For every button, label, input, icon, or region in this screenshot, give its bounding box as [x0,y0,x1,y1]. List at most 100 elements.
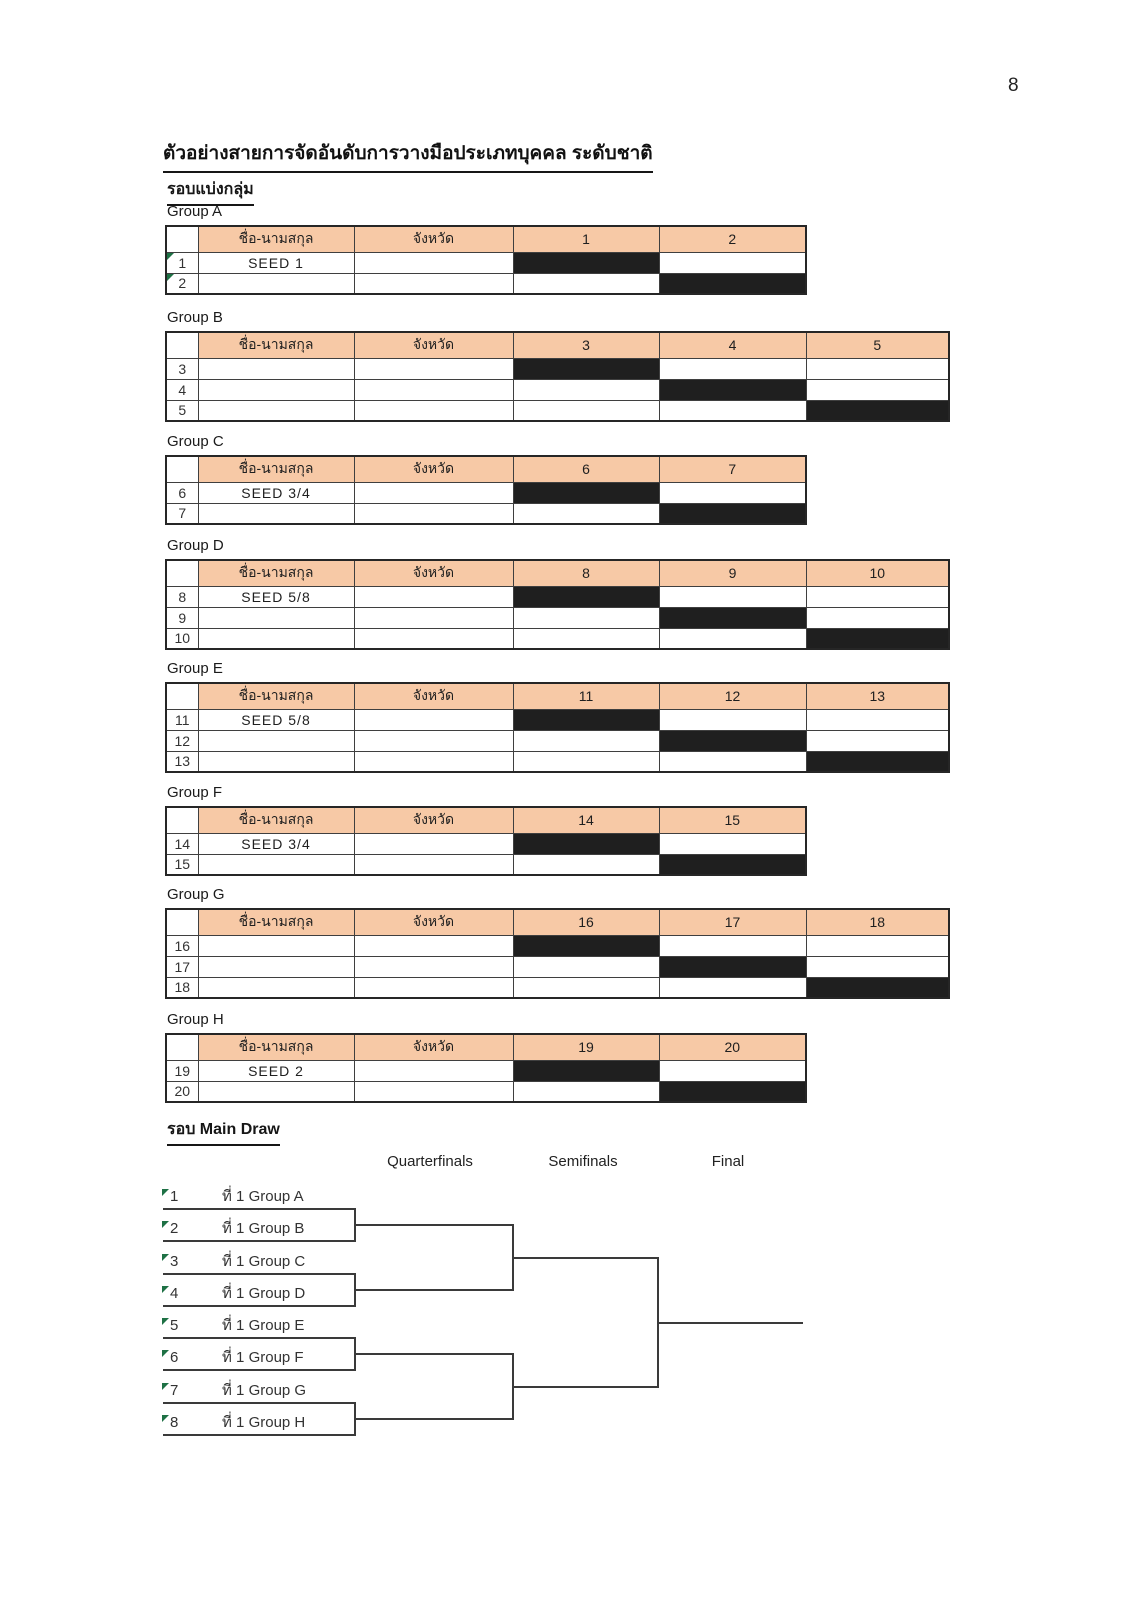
table-header-cell: 15 [658,806,807,834]
entry-corner-marker-icon [162,1189,169,1196]
match-cell [658,399,807,422]
table-header-cell: จังหวัด [353,455,514,483]
province-cell [353,627,514,650]
table-header-cell: 19 [512,1033,660,1061]
bracket-entry-underline [163,1208,355,1210]
match-cell [658,1059,807,1082]
province-cell [353,251,514,274]
final-line [657,1322,803,1324]
match-cell [805,955,950,978]
province-cell [353,357,514,380]
quarterfinal-winner-line [354,1353,512,1355]
entry-corner-marker-icon [162,1415,169,1422]
table-header-cell: จังหวัด [353,682,514,710]
match-cell-blocked [805,976,950,999]
table-header-cell: 6 [512,455,660,483]
corner-header-cell [165,559,199,587]
table-header-cell: 4 [658,331,807,359]
row-number-cell: 10 [165,627,199,650]
table-row: 17 [165,955,950,978]
group-label: Group E [167,660,223,677]
table-header-cell: 13 [805,682,950,710]
match-cell [658,251,807,274]
province-cell [353,750,514,773]
bracket-entry-label: ที่ 1 Group H [222,1414,306,1431]
table-header-cell: ชื่อ-นามสกุล [197,331,355,359]
table-header-cell: 14 [512,806,660,834]
entry-corner-marker-icon [162,1286,169,1293]
bracket-entry-label: ที่ 1 Group F [222,1349,304,1366]
group-label: Group H [167,1011,224,1028]
table-row: 16 [165,934,950,957]
province-cell [353,729,514,752]
table-header-cell: 9 [658,559,807,587]
player-name-cell: SEED 3/4 [197,481,355,504]
match-cell-blocked [512,357,660,380]
match-cell-blocked [658,853,807,876]
row-number-cell: 7 [165,502,199,525]
bracket-entry-underline [163,1273,355,1275]
table-row: 13 [165,750,950,773]
match-cell [658,832,807,855]
table-row: 3 [165,357,950,380]
player-name-cell [197,934,355,957]
row-number-cell: 11 [165,708,199,731]
corner-header-cell [165,225,199,253]
player-name-cell: SEED 1 [197,251,355,274]
row-number-cell: 15 [165,853,199,876]
row-number-cell: 20 [165,1080,199,1103]
bracket-entry-label: ที่ 1 Group G [222,1382,307,1399]
match-cell-blocked [512,481,660,504]
table-row: 9 [165,606,950,629]
corner-header-cell [165,806,199,834]
player-name-cell [197,627,355,650]
match-cell [512,606,660,629]
match-cell [512,627,660,650]
entry-corner-marker-icon [162,1318,169,1325]
table-header-cell: ชื่อ-นามสกุล [197,455,355,483]
player-name-cell: SEED 3/4 [197,832,355,855]
row-number-cell: 16 [165,934,199,957]
bracket-entry-number: 5 [170,1317,179,1334]
bracket-entry-underline [163,1434,355,1436]
corner-header-cell [165,331,199,359]
player-name-cell [197,729,355,752]
corner-header-cell [165,908,199,936]
table-row: 10 [165,627,950,650]
bracket-entry-label: ที่ 1 Group E [222,1317,305,1334]
table-header-cell: 3 [512,331,660,359]
bracket-entry-underline [163,1369,355,1371]
row-number-cell: 9 [165,606,199,629]
row-number-cell: 2 [165,272,199,295]
page-number: 8 [1008,75,1019,96]
match-cell [512,955,660,978]
match-cell-blocked [658,606,807,629]
match-cell-blocked [805,750,950,773]
player-name-cell [197,399,355,422]
table-header-cell: จังหวัด [353,908,514,936]
bracket-entry-underline [163,1402,355,1404]
table-row: 2 [165,272,807,295]
player-name-cell: SEED 5/8 [197,585,355,608]
bracket-entry-number: 1 [170,1188,179,1205]
table-header-cell: จังหวัด [353,806,514,834]
match-cell [805,357,950,380]
match-cell-blocked [512,1059,660,1082]
bracket-entry-label: ที่ 1 Group A [222,1188,304,1205]
bracket-entry-underline [163,1305,355,1307]
match-cell [512,502,660,525]
cell-corner-marker-icon [167,274,174,281]
match-cell-blocked [805,399,950,422]
quarterfinal-winner-line [354,1418,512,1420]
match-cell [658,357,807,380]
player-name-cell: SEED 2 [197,1059,355,1082]
province-cell [353,976,514,999]
table-row: 4 [165,378,950,401]
match-cell [512,272,660,295]
section-label-main-draw: รอบ Main Draw [167,1117,280,1146]
match-cell [805,708,950,731]
